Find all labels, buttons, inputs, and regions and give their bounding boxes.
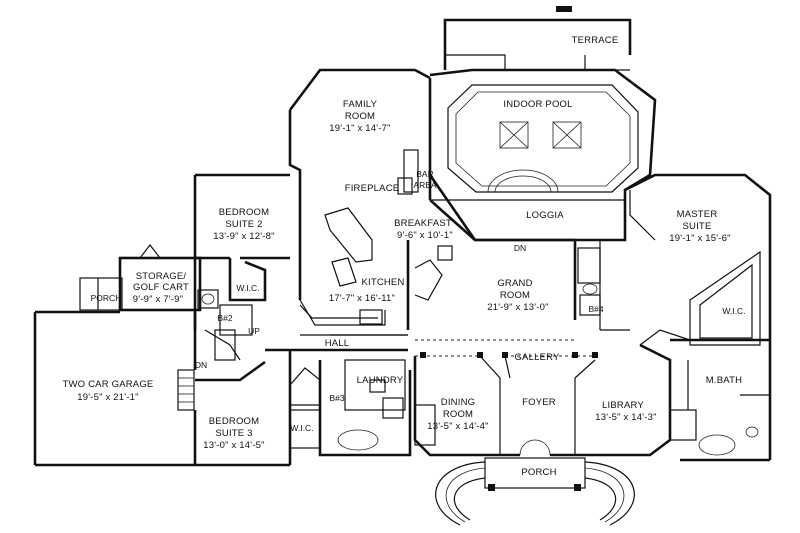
bath-4-label: B#4 xyxy=(588,304,603,314)
kitchen-label: KITCHEN xyxy=(361,277,404,288)
bedroom-suite-2-label-1: BEDROOM xyxy=(219,207,270,218)
bedroom-suite-3-label-1: BEDROOM xyxy=(209,416,260,427)
bath-3-label: B#3 xyxy=(329,393,344,403)
storage-label-1: STORAGE/ xyxy=(136,271,187,282)
master-suite-dims: 19'-1" x 15'-6" xyxy=(669,233,730,244)
terrace-label: TERRACE xyxy=(572,35,619,46)
bedroom-suite-2-label-2: SUITE 2 xyxy=(225,219,262,230)
breakfast-label: BREAKFAST xyxy=(394,218,452,229)
bar-area-label-1: BAR xyxy=(416,169,433,179)
bedroom-suite-2-dims: 13'-9" x 12'-8" xyxy=(213,231,274,242)
garage-label: TWO CAR GARAGE xyxy=(63,379,154,390)
bath-2-label: B#2 xyxy=(217,313,232,323)
family-room-area xyxy=(288,68,432,300)
bedroom-suite-3-label-2: SUITE 3 xyxy=(215,428,252,439)
family-room-dims: 19'-1" x 14'-7" xyxy=(329,123,390,134)
dining-room-dims: 13'-5" x 14'-4" xyxy=(427,421,488,432)
library-dims: 13'-5" x 14'-3" xyxy=(595,412,656,423)
hall-area xyxy=(204,329,408,361)
laundry-label: LAUNDRY xyxy=(357,375,404,386)
breakfast-dims: 9'-6" x 10'-1" xyxy=(397,230,453,241)
foyer-label: FOYER xyxy=(522,397,556,408)
room-labels: TERRACE INDOOR POOL FAMILY ROOM 19'-1" x… xyxy=(63,35,746,478)
wic-b3-label: W.I.C. xyxy=(290,423,313,433)
kitchen-area xyxy=(299,199,476,336)
master-suite-label-2: SUITE xyxy=(683,221,712,232)
bedroom-suite-3-area xyxy=(195,350,412,467)
porch-front-label: PORCH xyxy=(521,467,556,478)
bedroom-suite-3-dims: 13'-0" x 14'-5" xyxy=(203,440,264,451)
fireplace-label: FIREPLACE xyxy=(345,183,400,194)
family-room-label-2: ROOM xyxy=(345,111,375,122)
loggia-label: LOGGIA xyxy=(526,210,564,221)
garage-dims: 19'-5" x 21'-1" xyxy=(77,392,138,403)
gallery-label: GALLERY xyxy=(514,352,560,363)
bar-area-label-2: AREA xyxy=(413,180,436,190)
storage-dims: 9'-9" x 7'-9" xyxy=(133,294,183,305)
indoor-pool-label: INDOOR POOL xyxy=(503,99,572,110)
porch-side-label: PORCH xyxy=(91,293,122,303)
grand-room-dims: 21'-9" x 13'-0" xyxy=(487,302,548,313)
dining-room-label-1: DINING xyxy=(441,397,475,408)
master-suite-label-1: MASTER xyxy=(677,209,718,220)
front-porch-area xyxy=(435,457,635,526)
wic-left-label: W.I.C. xyxy=(236,283,259,293)
up-label: UP xyxy=(248,326,260,336)
hall-label: HALL xyxy=(325,338,350,349)
dining-room-label-2: ROOM xyxy=(443,409,473,420)
master-bath-label: M.BATH xyxy=(706,375,742,386)
grand-room-label-2: ROOM xyxy=(500,290,530,301)
master-suite-area xyxy=(624,173,772,462)
wic-master-label: W.I.C. xyxy=(722,306,745,316)
storage-label-2: GOLF CART xyxy=(133,282,189,293)
kitchen-dims: 17'-7" x 16'-11" xyxy=(329,293,395,304)
grand-room-label-1: GRAND xyxy=(497,278,532,289)
grand-room-area xyxy=(415,238,630,358)
garage-stairs xyxy=(177,369,195,411)
dn-top-label: DN xyxy=(514,243,526,253)
dn-left-label: DN xyxy=(195,360,207,370)
garage-area xyxy=(33,310,197,467)
family-room-label-1: FAMILY xyxy=(343,99,378,110)
library-label: LIBRARY xyxy=(602,400,644,411)
